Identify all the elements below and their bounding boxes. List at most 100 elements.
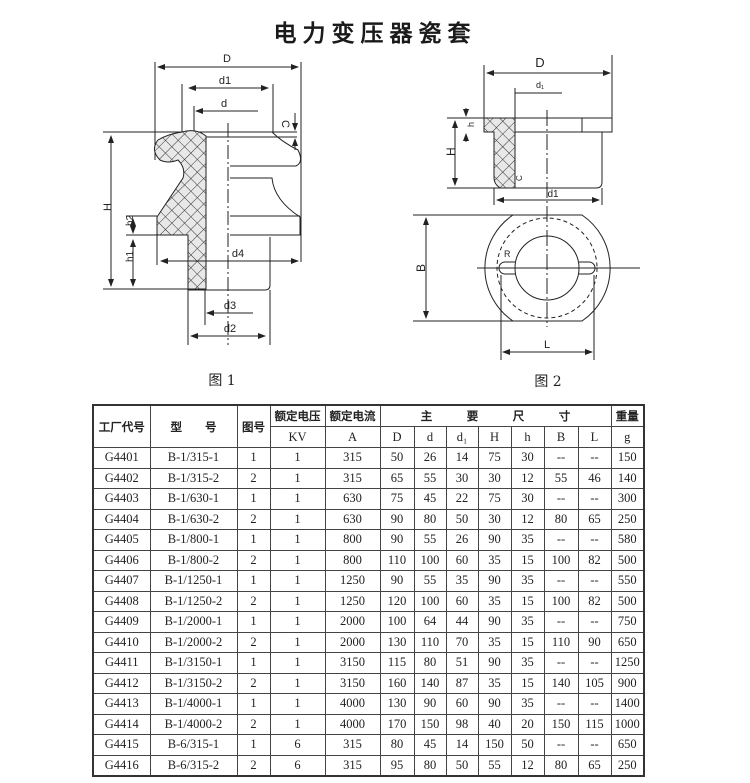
table-cell: 90 xyxy=(413,693,447,715)
table-cell: -- xyxy=(543,734,579,756)
table-cell: G4407 xyxy=(92,570,151,592)
table-cell: 1 xyxy=(269,467,326,489)
table-cell: 650 xyxy=(610,631,645,653)
table-cell: 4000 xyxy=(324,693,381,715)
table-cell: 1 xyxy=(269,549,326,571)
table-cell: 140 xyxy=(543,672,579,694)
table-cell: 75 xyxy=(477,488,512,510)
table-cell: 45 xyxy=(413,734,447,756)
table-cell: 65 xyxy=(379,467,415,489)
table-cell: 50 xyxy=(379,447,415,469)
table-cell: B-1/800-2 xyxy=(149,549,238,571)
table-cell: 26 xyxy=(445,529,479,551)
label-D: D xyxy=(223,53,231,65)
table-cell: G4415 xyxy=(92,734,151,756)
table-cell: 105 xyxy=(577,672,612,694)
table-cell: 140 xyxy=(610,467,645,489)
figure-2-caption: 图 2 xyxy=(534,374,561,390)
table-cell: B-1/2000-1 xyxy=(149,611,238,633)
figure-1-drawing xyxy=(103,62,302,345)
table-cell: 1 xyxy=(269,529,326,551)
table-cell: G4409 xyxy=(92,611,151,633)
table-cell: 35 xyxy=(510,570,545,592)
table-cell: B-6/315-2 xyxy=(149,754,238,777)
table-cell: 250 xyxy=(610,508,645,530)
header-model: 型 号 xyxy=(149,404,238,448)
label-h1: h1 xyxy=(125,250,136,262)
table-cell: 45 xyxy=(413,488,447,510)
table-cell: 80 xyxy=(543,754,579,777)
table-cell: G4403 xyxy=(92,488,151,510)
table-cell: 3150 xyxy=(324,672,381,694)
table-cell: 65 xyxy=(577,754,612,777)
table-cell: -- xyxy=(577,693,612,715)
table-cell: 55 xyxy=(477,754,512,777)
label-d-sub1: d₁ xyxy=(536,80,544,90)
table-cell: 100 xyxy=(543,590,579,612)
table-cell: 100 xyxy=(413,549,447,571)
table-cell: 50 xyxy=(445,508,479,530)
table-cell: 2 xyxy=(236,549,271,571)
table-cell: -- xyxy=(577,652,612,674)
table-cell: 500 xyxy=(610,549,645,571)
table-cell: 30 xyxy=(510,488,545,510)
table-cell: G4402 xyxy=(92,467,151,489)
table-cell: G4414 xyxy=(92,713,151,735)
table-cell: 150 xyxy=(477,734,512,756)
table-cell: -- xyxy=(577,570,612,592)
table-cell: 15 xyxy=(510,590,545,612)
table-cell: 98 xyxy=(445,713,479,735)
label-L: L xyxy=(544,339,550,351)
table-cell: 95 xyxy=(379,754,415,777)
table-cell: G4408 xyxy=(92,590,151,612)
figure-1-caption: 图 1 xyxy=(208,373,235,389)
table-cell: 75 xyxy=(379,488,415,510)
table-cell: 44 xyxy=(445,611,479,633)
table-cell: 55 xyxy=(413,529,447,551)
table-cell: 115 xyxy=(379,652,415,674)
table-cell: G4411 xyxy=(92,652,151,674)
label-d1: d1 xyxy=(219,75,231,87)
table-cell: B-1/800-1 xyxy=(149,529,238,551)
table-cell: 12 xyxy=(510,467,545,489)
table-cell: 35 xyxy=(477,549,512,571)
table-cell: 15 xyxy=(510,672,545,694)
table-cell: 650 xyxy=(610,734,645,756)
technical-drawings: D d1 d C H h2 h1 d4 d3 d2 图 1 D d₁ h H C… xyxy=(102,53,640,390)
table-cell: -- xyxy=(577,488,612,510)
table-cell: 90 xyxy=(379,508,415,530)
table-cell: 35 xyxy=(510,529,545,551)
table-cell: G4410 xyxy=(92,631,151,653)
table-cell: G4404 xyxy=(92,508,151,530)
table-cell: 35 xyxy=(510,652,545,674)
table-cell: 1400 xyxy=(610,693,645,715)
table-cell: 110 xyxy=(543,631,579,653)
table-cell: G4406 xyxy=(92,549,151,571)
table-cell: -- xyxy=(543,570,579,592)
table-cell: 35 xyxy=(510,611,545,633)
table-cell: 65 xyxy=(577,508,612,530)
table-cell: 3150 xyxy=(324,652,381,674)
table-cell: 40 xyxy=(477,713,512,735)
table-cell: 2000 xyxy=(324,611,381,633)
table-cell: 1250 xyxy=(324,590,381,612)
table-cell: 60 xyxy=(445,693,479,715)
table-cell: 2 xyxy=(236,713,271,735)
table-cell: B-1/1250-1 xyxy=(149,570,238,592)
table-cell: 50 xyxy=(445,754,479,777)
table-cell: -- xyxy=(543,693,579,715)
table-cell: B-1/1250-2 xyxy=(149,590,238,612)
table-cell: 1 xyxy=(236,652,271,674)
table-cell: -- xyxy=(543,611,579,633)
table-cell: 12 xyxy=(510,508,545,530)
table-cell: 1 xyxy=(269,631,326,653)
table-cell: 120 xyxy=(379,590,415,612)
label-C: C xyxy=(279,120,291,128)
table-cell: 1 xyxy=(236,529,271,551)
table-cell: 90 xyxy=(477,693,512,715)
